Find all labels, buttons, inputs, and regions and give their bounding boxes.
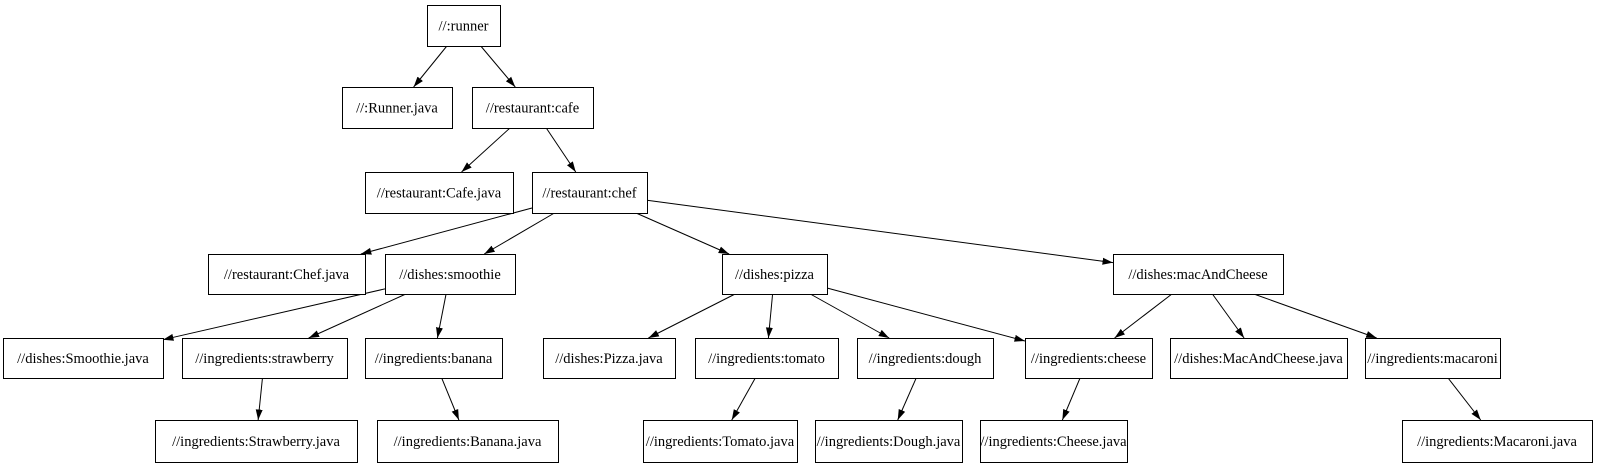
node-label-banana-java: //ingredients:Banana.java [394, 434, 542, 450]
node-cafe-java: //restaurant:Cafe.java [365, 172, 514, 214]
node-box-chef-java [208, 254, 366, 295]
node-label-dough: //ingredients:dough [869, 351, 983, 367]
node-banana: //ingredients:banana [365, 338, 503, 379]
node-chef: //restaurant:chef [532, 172, 648, 214]
node-pizza-java: //dishes:Pizza.java [543, 338, 676, 379]
node-box-pizza [722, 254, 828, 295]
node-banana-java: //ingredients:Banana.java [377, 420, 559, 463]
node-box-macaroni [1365, 338, 1501, 379]
node-label-pizza: //dishes:pizza [735, 267, 814, 283]
edge-smoothie-to-strawberry [308, 293, 407, 339]
node-label-banana: //ingredients:banana [375, 351, 493, 367]
node-box-cafe-java [365, 172, 514, 214]
node-label-pizza-java: //dishes:Pizza.java [555, 351, 663, 367]
node-macaroni: //ingredients:macaroni [1365, 338, 1501, 379]
node-box-cheese [1025, 338, 1153, 379]
node-cheese: //ingredients:cheese [1025, 338, 1153, 379]
edge-pizza-to-cheese [826, 287, 1026, 342]
edge-smoothie-to-banana [436, 293, 447, 339]
node-box-cheese-java [980, 420, 1128, 463]
edge-pizza-to-pizza-java [648, 293, 736, 339]
node-label-chef: //restaurant:chef [542, 186, 636, 202]
node-box-banana-java [377, 420, 559, 463]
node-box-mac-and-cheese [1113, 254, 1284, 295]
edge-tomato-to-tomato-java [731, 377, 756, 421]
edge-chef-to-mac-and-cheese [646, 199, 1114, 265]
edge-layer [162, 45, 1482, 421]
node-tomato: //ingredients:tomato [695, 338, 839, 379]
node-box-mac-and-cheese-java [1170, 338, 1348, 379]
edge-mac-and-cheese-to-cheese [1114, 293, 1173, 339]
node-label-macaroni-java: //ingredients:Macaroni.java [1417, 434, 1577, 450]
node-label-macaroni: //ingredients:macaroni [1367, 351, 1497, 367]
node-label-runner: //:runner [439, 19, 489, 35]
node-strawberry: //ingredients:strawberry [182, 338, 348, 379]
node-box-dough-java [815, 420, 963, 463]
node-chef-java: //restaurant:Chef.java [208, 254, 366, 295]
node-box-tomato-java [643, 420, 798, 463]
node-box-chef [532, 172, 648, 214]
edge-runner-to-runner-java [413, 45, 448, 88]
node-label-strawberry: //ingredients:strawberry [195, 351, 334, 367]
node-mac-and-cheese: //dishes:macAndCheese [1113, 254, 1284, 295]
edge-smoothie-to-smoothie-java [162, 288, 386, 341]
node-box-runner [427, 5, 501, 47]
node-label-mac-and-cheese: //dishes:macAndCheese [1128, 267, 1267, 283]
edge-pizza-to-dough [810, 293, 890, 339]
node-label-cafe-java: //restaurant:Cafe.java [377, 186, 502, 202]
node-cheese-java: //ingredients:Cheese.java [980, 420, 1128, 463]
edge-pizza-to-tomato [765, 293, 774, 339]
edge-chef-to-smoothie [483, 212, 555, 255]
node-label-cheese-java: //ingredients:Cheese.java [980, 434, 1127, 450]
node-label-tomato-java: //ingredients:Tomato.java [646, 434, 795, 450]
node-label-dough-java: //ingredients:Dough.java [817, 434, 961, 450]
node-label-chef-java: //restaurant:Chef.java [224, 267, 350, 283]
node-pizza: //dishes:pizza [722, 254, 828, 295]
edge-cheese-to-cheese-java [1061, 377, 1081, 421]
node-runner-java: //:Runner.java [342, 87, 453, 129]
edge-mac-and-cheese-to-macaroni [1253, 293, 1377, 339]
edge-strawberry-to-strawberry-java [255, 377, 263, 421]
node-label-tomato: //ingredients:tomato [708, 351, 825, 367]
node-layer: //:runner //:Runner.java //restaurant:cafe… [3, 5, 1593, 463]
node-box-dough [857, 338, 994, 379]
edge-chef-to-chef-java [360, 207, 533, 255]
node-box-runner-java [342, 87, 453, 129]
node-dough-java: //ingredients:Dough.java [815, 420, 963, 463]
edge-mac-and-cheese-to-mac-and-cheese-java [1211, 293, 1245, 339]
node-box-banana [365, 338, 503, 379]
node-label-cafe: //restaurant:cafe [486, 101, 579, 117]
node-box-strawberry [182, 338, 348, 379]
node-label-smoothie: //dishes:smoothie [399, 267, 501, 283]
edge-runner-to-cafe [480, 45, 516, 88]
node-box-smoothie-java [3, 338, 164, 379]
node-label-cheese: //ingredients:cheese [1031, 351, 1146, 367]
node-runner: //:runner [427, 5, 501, 47]
edge-banana-to-banana-java [441, 377, 460, 421]
node-smoothie: //dishes:smoothie [385, 254, 516, 295]
edge-cafe-to-chef [545, 127, 577, 173]
node-strawberry-java: //ingredients:Strawberry.java [155, 420, 358, 463]
node-box-smoothie [385, 254, 516, 295]
edge-chef-to-pizza [635, 212, 730, 255]
node-box-cafe [472, 87, 594, 129]
node-box-tomato [695, 338, 839, 379]
node-cafe: //restaurant:cafe [472, 87, 594, 129]
edge-dough-to-dough-java [897, 377, 917, 421]
node-label-smoothie-java: //dishes:Smoothie.java [17, 351, 149, 367]
node-box-strawberry-java [155, 420, 358, 463]
edge-cafe-to-cafe-java [461, 127, 511, 173]
node-macaroni-java: //ingredients:Macaroni.java [1402, 420, 1593, 463]
node-mac-and-cheese-java: //dishes:MacAndCheese.java [1170, 338, 1348, 379]
edge-macaroni-to-macaroni-java [1447, 377, 1482, 421]
node-dough: //ingredients:dough [857, 338, 994, 379]
node-smoothie-java: //dishes:Smoothie.java [3, 338, 164, 379]
node-label-runner-java: //:Runner.java [356, 101, 438, 117]
node-label-strawberry-java: //ingredients:Strawberry.java [172, 434, 340, 450]
node-label-mac-and-cheese-java: //dishes:MacAndCheese.java [1174, 351, 1343, 367]
node-tomato-java: //ingredients:Tomato.java [643, 420, 798, 463]
node-box-macaroni-java [1402, 420, 1593, 463]
node-box-pizza-java [543, 338, 676, 379]
